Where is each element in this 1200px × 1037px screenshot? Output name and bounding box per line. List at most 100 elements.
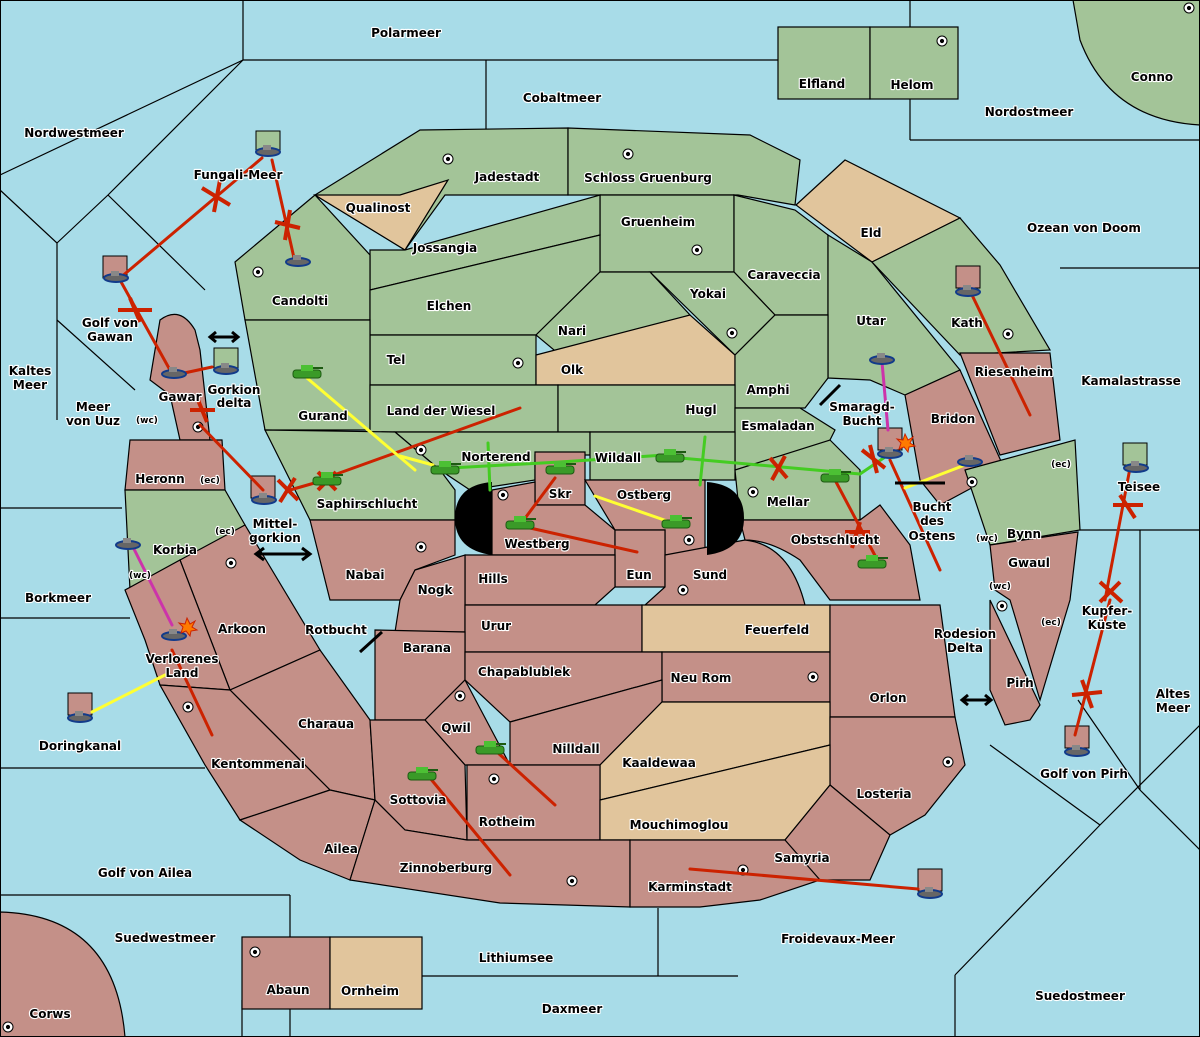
label-jadestadt: Jadestadt xyxy=(474,170,540,184)
territory-corws[interactable] xyxy=(0,911,126,1037)
supply-center-icon xyxy=(252,266,264,278)
label-land-der-wiesel: Land der Wiesel xyxy=(387,404,496,418)
territory-schloss-gruenburg[interactable] xyxy=(567,127,801,206)
double-arrow-icon xyxy=(253,546,313,562)
label-bucht-des-ostens-2: des xyxy=(920,514,944,528)
label-tel: Tel xyxy=(387,353,406,367)
supply-center-icon xyxy=(454,690,466,702)
army-icon xyxy=(430,461,461,475)
label-chapablublek: Chapablublek xyxy=(478,665,571,679)
army-icon xyxy=(545,461,576,475)
label-coast-ec: (ec) xyxy=(215,527,235,537)
label-nogk: Nogk xyxy=(418,583,454,597)
label-coast-wc: (wc) xyxy=(976,534,998,544)
label-borkmeer: Borkmeer xyxy=(25,591,91,605)
army-icon xyxy=(655,449,686,463)
territory-qualinost[interactable] xyxy=(312,178,450,251)
label-hills: Hills xyxy=(478,572,508,586)
label-coast-wc: (wc) xyxy=(989,582,1011,592)
fleet-icon xyxy=(869,353,895,365)
impassable-east xyxy=(707,482,744,555)
territory-riesenheim[interactable] xyxy=(959,352,1061,456)
supply-center-icon xyxy=(747,486,759,498)
territory-zinnoberburg[interactable] xyxy=(349,798,631,908)
label-bucht-des-ostens-3: Ostens xyxy=(909,529,956,543)
label-ozean-von-doom: Ozean von Doom xyxy=(1027,221,1141,235)
label-smaragd-bucht: Smaragd- xyxy=(829,400,894,414)
fleet-icon xyxy=(955,285,981,297)
label-nari: Nari xyxy=(558,324,586,338)
fleet-icon xyxy=(161,629,187,641)
x-mark-icon xyxy=(276,476,300,504)
fleet-icon xyxy=(213,363,239,375)
double-arrow-icon xyxy=(358,630,384,654)
label-utar: Utar xyxy=(856,314,886,328)
label-golf-von-ailea: Golf von Ailea xyxy=(98,866,192,880)
label-golf-von-pirh: Golf von Pirh xyxy=(1040,767,1128,781)
label-coast-wc: (wc) xyxy=(136,416,158,426)
label-skr: Skr xyxy=(549,487,572,501)
label-schloss-gruenburg: Schloss Gruenburg xyxy=(584,171,712,185)
units xyxy=(67,145,1149,899)
supply-center-icon xyxy=(497,489,509,501)
label-sund: Sund xyxy=(693,568,727,582)
label-gorkion-delta-2: delta xyxy=(217,396,252,410)
label-karminstadt: Karminstadt xyxy=(648,880,732,894)
label-heronn: Heronn xyxy=(135,472,184,486)
supply-center-icon xyxy=(442,153,454,165)
label-gawar: Gawar xyxy=(158,390,201,404)
label-kaltes-meer: Kaltes xyxy=(9,364,52,378)
territory-bynn[interactable] xyxy=(964,439,1081,546)
label-polarmeer: Polarmeer xyxy=(371,26,441,40)
fleet-icon xyxy=(957,455,983,467)
territory-gruenheim[interactable] xyxy=(599,194,735,273)
label-neu-rom: Neu Rom xyxy=(671,671,732,685)
labels: Polarmeer Cobaltmeer Nordwestmeer Nordos… xyxy=(8,25,1192,1022)
label-kamalastrasse: Kamalastrasse xyxy=(1081,374,1181,388)
x-mark-icon xyxy=(200,179,232,213)
label-cobaltmeer: Cobaltmeer xyxy=(523,91,601,105)
label-kupfer-kueste-2: Küste xyxy=(1088,618,1127,632)
supply-center-icon xyxy=(677,584,689,596)
label-olk: Olk xyxy=(561,363,584,377)
territory-gwaul[interactable] xyxy=(989,531,1079,703)
label-nilldall: Nilldall xyxy=(552,742,599,756)
label-daxmeer: Daxmeer xyxy=(542,1002,603,1016)
label-smaragd-bucht-2: Bucht xyxy=(842,414,881,428)
fleet-icon xyxy=(115,538,141,550)
x-mark-icon xyxy=(845,521,870,549)
supply-center-icon xyxy=(683,534,695,546)
label-charaua: Charaua xyxy=(298,717,354,731)
label-qwil: Qwil xyxy=(441,721,471,735)
label-kaaldewaa: Kaaldewaa xyxy=(622,756,696,770)
double-arrow-icon xyxy=(959,693,994,707)
fleet-icon xyxy=(877,447,903,459)
label-feuerfeld: Feuerfeld xyxy=(745,623,810,637)
label-altes-meer-2: Meer xyxy=(1156,701,1190,715)
x-mark-icon xyxy=(768,455,789,481)
label-kupfer-kueste: Kupfer- xyxy=(1082,604,1132,618)
label-orlon: Orlon xyxy=(869,691,906,705)
impassable-west xyxy=(455,482,492,555)
supply-center-icon xyxy=(726,327,738,339)
territory-elfland[interactable] xyxy=(777,26,871,100)
label-wildall: Wildall xyxy=(595,451,641,465)
territory-ornheim[interactable] xyxy=(329,936,423,1010)
label-gruenheim: Gruenheim xyxy=(621,215,695,229)
label-coast-ec: (ec) xyxy=(200,476,220,486)
double-arrow-icon xyxy=(207,330,241,344)
label-doringkanal: Doringkanal xyxy=(39,739,121,753)
label-saphirschlucht: Saphirschlucht xyxy=(317,497,418,511)
territory-pirh[interactable] xyxy=(989,599,1041,726)
label-bynn: Bynn xyxy=(1007,527,1041,541)
supply-center-icon xyxy=(512,357,524,369)
label-kentommenai: Kentommenai xyxy=(211,757,305,771)
label-caraveccia: Caraveccia xyxy=(747,268,820,282)
failure-marks xyxy=(118,179,1143,709)
label-teisee: Teisee xyxy=(1118,480,1160,494)
army-icon xyxy=(820,469,851,483)
supply-center-icon xyxy=(182,701,194,713)
